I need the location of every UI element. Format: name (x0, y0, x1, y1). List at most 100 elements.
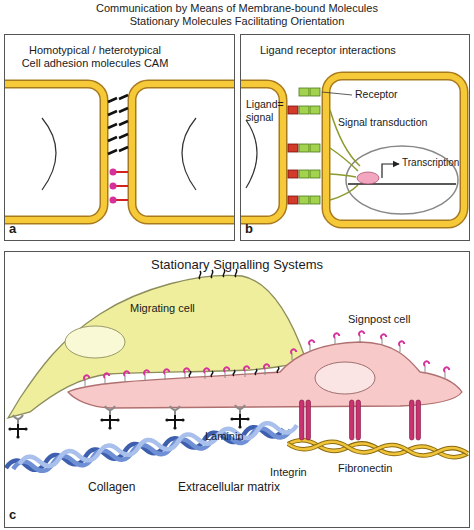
laminin-molecule (165, 406, 184, 430)
signpost-ligand (204, 368, 209, 379)
panel-heading: Stationary Signalling Systems (100, 257, 374, 273)
signpost-ligand (334, 333, 339, 344)
cell-membrane (326, 76, 464, 224)
adhesion-molecule (110, 169, 117, 176)
panel-letter: c (9, 507, 16, 523)
ligand-molecule (288, 106, 298, 114)
migrating-receptor (189, 269, 279, 377)
signpost-ligand (381, 334, 386, 345)
figure-title: Communication by Means of Membrane-bound… (92, 2, 382, 28)
nucleus-outline (182, 118, 196, 190)
signpost-ligand (399, 341, 404, 352)
annotation-label: Collagen (88, 480, 135, 494)
ligand-molecule (288, 196, 298, 204)
receptor-molecule (299, 106, 309, 114)
signpost-ligand (124, 371, 129, 382)
receptor-molecule (299, 170, 309, 178)
leader-line (322, 92, 352, 95)
cell-membrane (5, 84, 234, 220)
ligand-illustration (241, 76, 464, 224)
laminin-molecule (100, 406, 119, 430)
receptor-molecule (310, 170, 320, 178)
signpost-ligand (444, 367, 449, 378)
signpost-ligand (291, 349, 296, 360)
fibronectin-fibre (288, 440, 468, 458)
migrating-receptor (235, 269, 237, 277)
signpost-ligand (359, 331, 364, 342)
panel-heading: Ligand receptor interactions (260, 44, 396, 57)
cell-outline (68, 342, 462, 408)
panel-heading: Homotypical / heterotypical Cell adhesio… (20, 44, 170, 70)
receptor-molecule (310, 88, 320, 96)
signpost-ligand (224, 367, 229, 378)
annotation-label: Ligand= signal (246, 98, 290, 123)
receptor-molecule (310, 196, 320, 204)
nucleus-outline (42, 118, 196, 190)
fibronectin-fibre (288, 440, 468, 458)
signpost-cell: Signpost cell (64, 308, 466, 412)
receptor-molecule (299, 88, 320, 204)
cell-membrane (326, 76, 464, 224)
signpost-ligand (84, 331, 449, 386)
annotation-label: Receptor (355, 88, 398, 101)
collagen-fibre (19, 419, 298, 470)
fibronectin-fibre (288, 440, 468, 458)
integrin-molecule (300, 400, 311, 440)
signpost-ligand (264, 364, 269, 375)
receptor-molecule (310, 144, 320, 152)
panel-frame: Homotypical / heterotypical Cell adhesio… (4, 34, 235, 241)
adhesion-molecule (108, 95, 128, 154)
migrating-receptor (211, 270, 213, 278)
cell-membrane (132, 84, 234, 220)
ligand-molecule (288, 106, 298, 204)
signpost-ligand (104, 373, 109, 384)
signpost-ligand (424, 361, 429, 372)
gene-expression (357, 172, 379, 184)
leader-line (322, 92, 352, 95)
panel-letter: a (9, 221, 16, 237)
migrating-receptor (223, 269, 225, 277)
fibronectin-fibre (288, 440, 468, 458)
signpost-ligand (244, 366, 249, 377)
signpost-ligand (184, 368, 189, 379)
cell-nucleus (65, 326, 125, 358)
annotation-label: Transcription (402, 157, 459, 169)
ligand-molecule (288, 170, 298, 178)
migrating-receptor (211, 371, 213, 377)
integrin-molecule (300, 400, 421, 440)
signpost-ligand (144, 370, 149, 381)
migrating-receptor (233, 370, 235, 376)
cell-membrane (5, 84, 104, 220)
nucleus-outline (346, 146, 458, 214)
cell-membrane (132, 84, 234, 220)
annotation-label: Extracellular matrix (178, 480, 280, 494)
migrating-receptor (189, 371, 191, 377)
migrating-receptor (199, 271, 201, 279)
annotation-label: Integrin (270, 466, 307, 479)
panel-letter: b (245, 221, 253, 237)
receptor-molecule (299, 196, 309, 204)
adhesion-molecule (108, 95, 128, 204)
receptor-molecule (299, 88, 309, 96)
nucleus-outline (246, 120, 257, 188)
gene-expression (382, 164, 399, 178)
integrin-molecule (410, 400, 421, 440)
integrin-molecule (350, 400, 361, 440)
cell-label: Migrating cell (130, 302, 195, 315)
ligand-molecule (288, 144, 298, 152)
adhesion-molecule (110, 197, 117, 204)
panel-frame: Ligand receptor interactions b (240, 34, 470, 241)
migrating-receptor (277, 367, 279, 373)
annotation-label: Laminin (205, 430, 244, 443)
receptor-molecule (299, 144, 309, 152)
cell-nucleus (315, 362, 375, 394)
receptor-molecule (310, 106, 320, 114)
matrix-illustration (5, 419, 468, 476)
signpost-ligand (164, 369, 169, 380)
migrating-receptor (255, 369, 257, 375)
collagen-fibre (12, 424, 291, 475)
nucleus-outline (42, 118, 56, 190)
